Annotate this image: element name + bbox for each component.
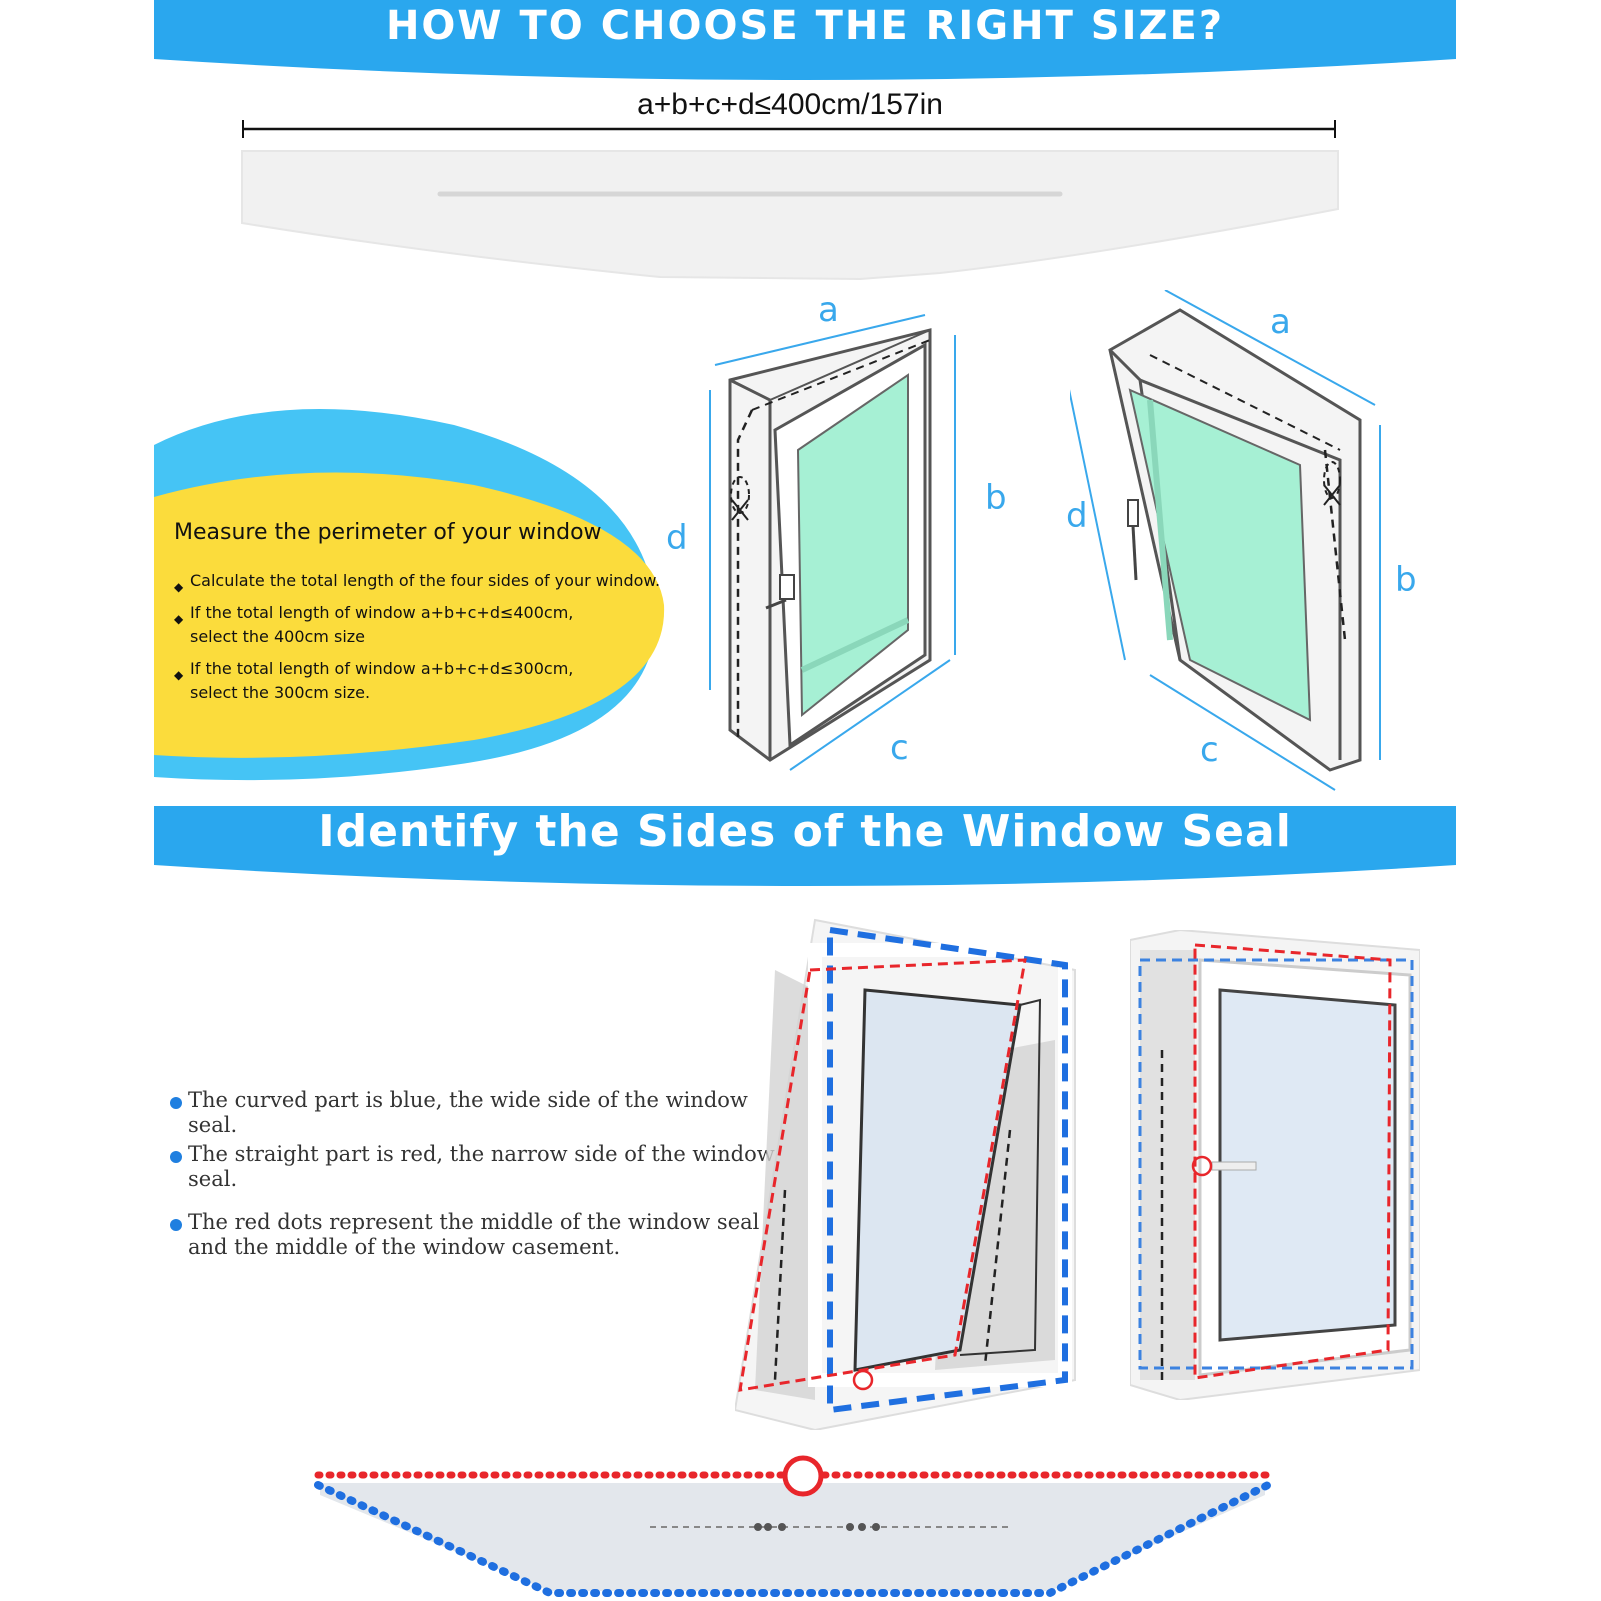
blue-dot-icon [170, 1219, 182, 1231]
blue-dot-icon [170, 1151, 182, 1163]
label-b-right: b [1395, 560, 1417, 600]
seal-strip-image [241, 150, 1339, 281]
info-bubble [154, 409, 665, 781]
blue-dot-icon [170, 1097, 182, 1109]
seal-strip-dotted-image [314, 1455, 1272, 1597]
label-b-left: b [985, 478, 1007, 518]
measure-instructions: Measure the perimeter of your window ◆ C… [174, 520, 694, 713]
measure-bullet: ◆ If the total length of window a+b+c+d≤… [174, 603, 574, 646]
label-d-left: d [666, 518, 688, 558]
label-a-right: a [1270, 302, 1291, 342]
banner-curve [154, 51, 1456, 80]
diamond-bullet-icon: ◆ [174, 580, 184, 594]
label-d-right: d [1066, 496, 1088, 536]
label-a-left: a [818, 290, 839, 330]
casement-window-seal-image [1130, 930, 1420, 1400]
label-c-right: c [1200, 730, 1219, 770]
banner-curve [154, 857, 1456, 886]
measure-bullet: ◆ If the total length of window a+b+c+d≤… [174, 659, 574, 702]
tilt-window-diagram [1070, 290, 1381, 791]
measure-title: Measure the perimeter of your window [174, 520, 602, 545]
tilt-window-seal-image [735, 918, 1076, 1430]
size-guide-title: HOW TO CHOOSE THE RIGHT SIZE? [385, 3, 1225, 49]
seal-note: The straight part is red, the narrow sid… [170, 1142, 790, 1192]
diamond-bullet-icon: ◆ [174, 612, 184, 626]
seal-note: The curved part is blue, the wide side o… [170, 1088, 790, 1138]
size-formula: a+b+c+d≤400cm/157in [637, 88, 943, 121]
seal-instructions: The curved part is blue, the wide side o… [170, 1088, 790, 1264]
diamond-bullet-icon: ◆ [174, 668, 184, 682]
measure-bullet: ◆ Calculate the total length of the four… [174, 569, 694, 594]
casement-window-diagram [709, 314, 956, 771]
seal-sides-banner: Identify the Sides of the Window Seal [154, 806, 1456, 858]
label-c-left: c [890, 728, 909, 768]
size-guide-banner: HOW TO CHOOSE THE RIGHT SIZE? [154, 0, 1456, 52]
seal-note: The red dots represent the middle of the… [170, 1210, 790, 1260]
measure-line [242, 120, 1336, 138]
seal-sides-title: Identify the Sides of the Window Seal [318, 806, 1292, 857]
